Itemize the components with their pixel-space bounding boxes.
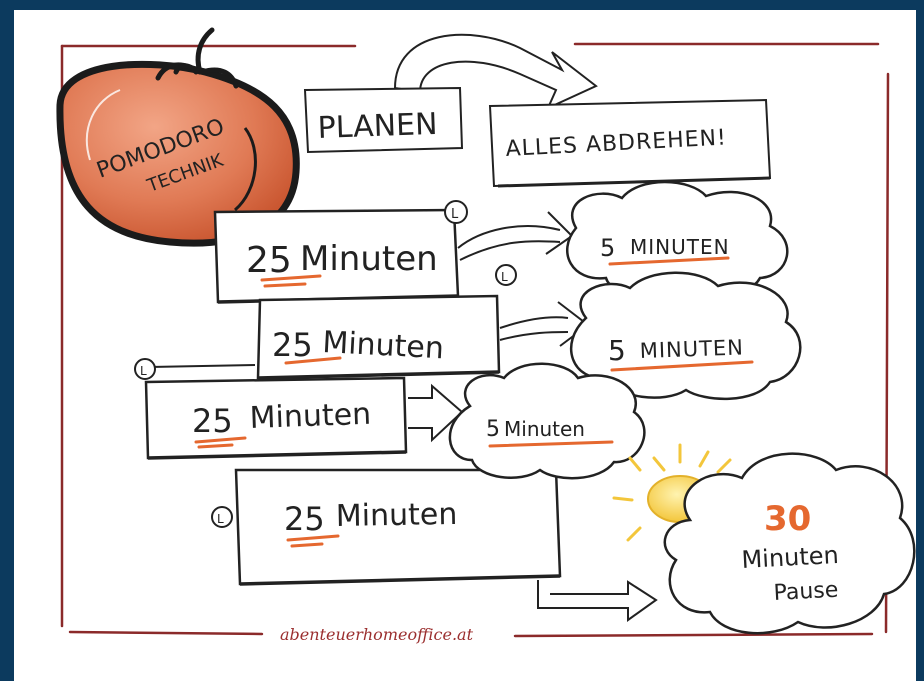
long-break-line2: Pause	[773, 578, 839, 606]
work-block-2-unit: Minuten	[322, 325, 445, 366]
svg-text:L: L	[140, 364, 147, 378]
work-block-4-number: 25	[284, 500, 325, 538]
short-break-2-unit: MINUTEN	[639, 335, 744, 363]
plan-label: PLANEN	[317, 107, 438, 146]
arrow-plan-to-switch-off	[393, 33, 598, 111]
work-block-3-number: 25	[192, 402, 233, 440]
clock-icon	[444, 200, 468, 224]
footer-url: abenteuerhomeoffice.at	[280, 625, 474, 644]
work-block-2-number: 25	[272, 326, 313, 364]
short-break-3-number: 5	[486, 417, 500, 442]
work-block-4-unit: Minuten	[336, 497, 458, 534]
short-break-1-number: 5	[600, 234, 615, 262]
short-break-1-unit: MINUTEN	[630, 235, 730, 259]
long-break: 30 Minuten Pause	[663, 452, 916, 635]
connector-line	[149, 364, 256, 368]
clock-icon	[211, 506, 233, 528]
work-block-1: 25 Minuten L	[213, 200, 468, 304]
svg-text:L: L	[501, 270, 508, 284]
tomato-icon: POMODORO TECHNIK	[56, 27, 300, 247]
clock-icon	[495, 264, 517, 286]
work-block-3: 25 Minuten L	[134, 358, 408, 460]
switch-off-box: ALLES ABDREHEN!	[488, 98, 772, 188]
arrows	[408, 211, 658, 622]
work-block-4: 25 Minuten L	[211, 468, 562, 586]
tomato-stem-icon	[155, 27, 239, 89]
short-break-2-number: 5	[608, 334, 626, 367]
svg-text:L: L	[451, 207, 459, 222]
long-break-number: 30	[764, 499, 811, 539]
work-block-1-number: 25	[246, 240, 292, 281]
work-block-3-unit: Minuten	[249, 397, 372, 436]
long-break-line1: Minuten	[741, 541, 840, 574]
svg-text:L: L	[217, 512, 224, 526]
short-break-3-unit: Minuten	[504, 417, 585, 441]
short-break-3: 5 Minuten	[448, 362, 646, 480]
clock-icon	[134, 358, 156, 380]
work-block-1-unit: Minuten	[300, 239, 438, 279]
work-block-2: 25 Minuten L	[256, 264, 517, 380]
plan-box: PLANEN	[303, 86, 464, 154]
